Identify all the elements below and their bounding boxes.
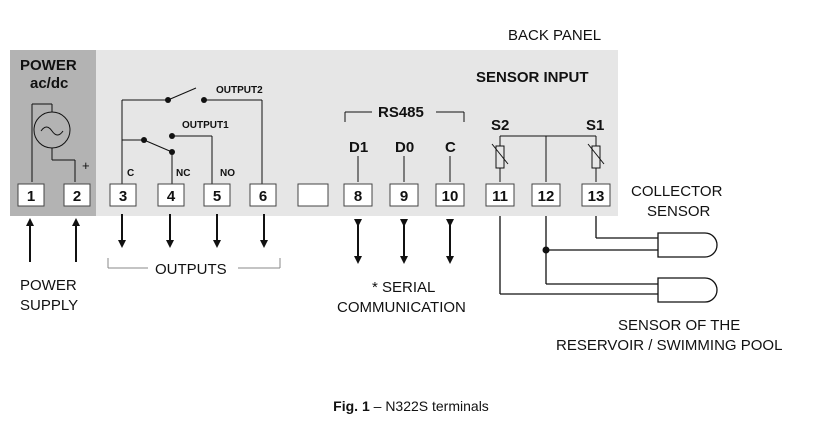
terminal-4: 4 xyxy=(157,183,185,207)
terminal-number: 11 xyxy=(492,188,508,205)
sensor-junction xyxy=(542,246,550,254)
terminal-12: 12 xyxy=(531,183,561,207)
terminal-number: 2 xyxy=(73,188,81,205)
relay-no-label: NO xyxy=(220,168,235,179)
terminal-6: 6 xyxy=(249,183,277,207)
arrows xyxy=(26,214,454,264)
terminal-number: 6 xyxy=(259,188,267,205)
sensor-input-label: SENSOR INPUT xyxy=(476,69,589,86)
power-subtitle: ac/dc xyxy=(30,75,68,92)
serial-label-1: * SERIAL xyxy=(372,279,435,296)
power-supply-label-1: POWER xyxy=(20,277,77,294)
rs485-title: RS485 xyxy=(378,104,424,121)
power-title: POWER xyxy=(20,57,77,74)
reservoir-sensor-probe xyxy=(657,277,718,303)
terminal-8: 8 xyxy=(343,183,373,207)
collector-sensor-probe xyxy=(657,232,718,258)
terminal-3: 3 xyxy=(109,183,137,207)
rs485-c-label: C xyxy=(445,139,456,156)
ac-source-icon xyxy=(31,103,76,182)
terminal-9: 9 xyxy=(389,183,419,207)
serial-label-2: COMMUNICATION xyxy=(337,299,466,316)
reservoir-label-2: RESERVOIR / SWIMMING POOL xyxy=(556,337,782,354)
terminal-number: 4 xyxy=(167,188,176,205)
power-plus: + xyxy=(82,158,90,173)
terminal-number: 1 xyxy=(27,188,35,205)
terminal-number: 8 xyxy=(354,188,362,205)
terminal-number: 10 xyxy=(442,188,459,205)
relay-wiring xyxy=(121,87,263,184)
rs485-d1-label: D1 xyxy=(349,139,368,156)
terminal-10: 10 xyxy=(435,183,465,207)
terminal-number: 13 xyxy=(588,188,605,205)
sensor-cables xyxy=(499,216,658,295)
figure-caption: Fig. 1 – N322S terminals xyxy=(0,398,822,414)
caption-text: N322S terminals xyxy=(385,398,489,414)
terminal-blank xyxy=(297,183,329,207)
collector-label-1: COLLECTOR xyxy=(631,183,723,200)
reservoir-label-1: SENSOR OF THE xyxy=(618,317,740,334)
relay-contacts xyxy=(141,97,207,155)
outputs-label: OUTPUTS xyxy=(155,261,227,278)
terminal-number: 3 xyxy=(119,188,127,205)
output2-label: OUTPUT2 xyxy=(216,85,263,96)
collector-label-2: SENSOR xyxy=(647,203,711,220)
output1-label: OUTPUT1 xyxy=(182,120,229,131)
rs485-d0-label: D0 xyxy=(395,139,414,156)
sensor-s1-label: S1 xyxy=(586,117,604,134)
terminal-number: 9 xyxy=(400,188,408,205)
relay-nc-label: NC xyxy=(176,168,190,179)
terminal-number: 12 xyxy=(538,188,555,205)
outputs-bracket xyxy=(107,258,281,269)
terminal-2: 2 xyxy=(63,183,91,207)
terminal-5: 5 xyxy=(203,183,231,207)
terminal-number: 5 xyxy=(213,188,221,205)
relay-c-label: C xyxy=(127,168,134,179)
power-supply-label-2: SUPPLY xyxy=(20,297,78,314)
back-panel-label: BACK PANEL xyxy=(508,27,601,44)
terminal-diagram: BACK PANEL SENSOR INPUT POWER ac/dc + OU… xyxy=(10,27,782,354)
terminal-13: 13 xyxy=(581,183,611,207)
caption-dash: – xyxy=(369,398,386,414)
terminal-1: 1 xyxy=(17,183,45,207)
sensor-resistors xyxy=(491,135,605,182)
figure-number: Fig. 1 xyxy=(333,398,370,414)
rs485-bracket xyxy=(344,111,465,182)
sensor-s2-label: S2 xyxy=(491,117,509,134)
terminal-11: 11 xyxy=(485,183,515,207)
